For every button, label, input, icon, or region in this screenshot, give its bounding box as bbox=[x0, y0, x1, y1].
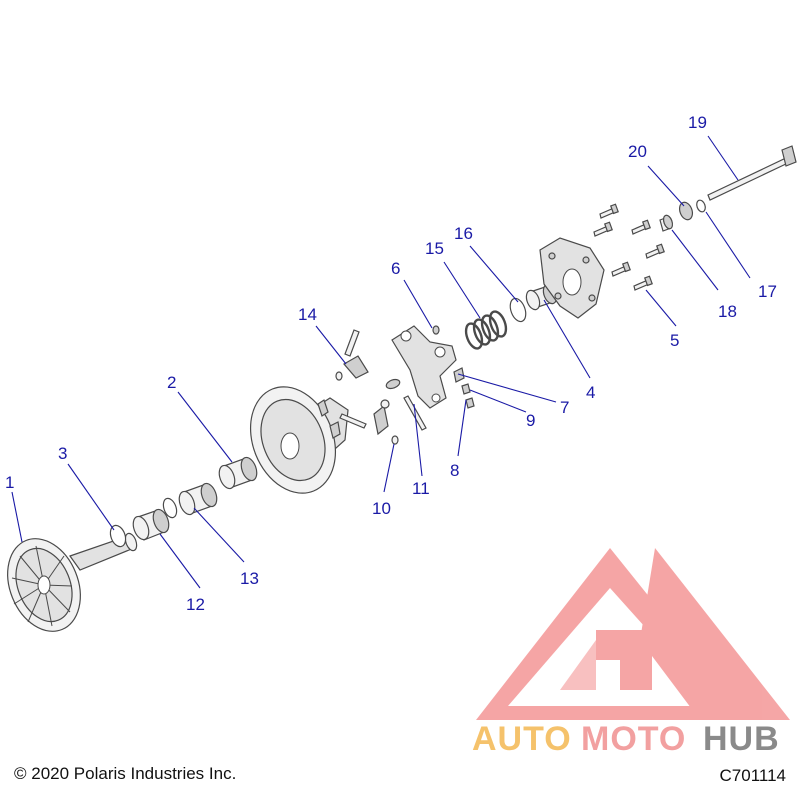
part-19-bolt bbox=[707, 145, 797, 201]
leader-lines bbox=[11, 135, 751, 589]
moveable-sheave bbox=[249, 386, 349, 494]
callout-1: 1 bbox=[5, 473, 14, 492]
watermark-auto-text: AUTO bbox=[472, 720, 572, 758]
callout-6: 6 bbox=[391, 259, 400, 278]
callout-20: 20 bbox=[628, 142, 647, 161]
callout-15: 15 bbox=[425, 239, 444, 258]
callout-5: 5 bbox=[670, 331, 679, 350]
watermark-moto-text: MOTO bbox=[581, 720, 686, 758]
part-14-weight-assembly bbox=[335, 329, 401, 445]
watermark-logo bbox=[476, 548, 790, 720]
callout-7: 7 bbox=[560, 398, 569, 417]
part-18-spacer bbox=[659, 214, 674, 232]
callout-18: 18 bbox=[718, 302, 737, 321]
callout-9: 9 bbox=[526, 411, 535, 430]
callout-2: 2 bbox=[167, 373, 176, 392]
copyright-notice: © 2020 Polaris Industries Inc. bbox=[14, 764, 237, 783]
callout-11: 11 bbox=[412, 479, 430, 498]
part-3-snap-ring bbox=[109, 524, 127, 548]
part-15-spring bbox=[464, 310, 508, 350]
callout-16: 16 bbox=[454, 224, 473, 243]
callout-19: 19 bbox=[688, 113, 707, 132]
callout-4: 4 bbox=[586, 383, 595, 402]
spider-casting bbox=[391, 325, 475, 409]
cover-plate bbox=[539, 237, 605, 319]
callout-3: 3 bbox=[58, 444, 67, 463]
callout-14: 14 bbox=[298, 305, 317, 324]
callout-13: 13 bbox=[240, 569, 259, 588]
part-2-bushing bbox=[218, 456, 258, 490]
part-16-washer bbox=[509, 297, 527, 323]
part-17-washer bbox=[696, 199, 706, 213]
callout-10: 10 bbox=[372, 499, 391, 518]
callout-17: 17 bbox=[758, 282, 777, 301]
part-5-bolts bbox=[593, 203, 665, 291]
part-20-washer bbox=[678, 201, 694, 221]
part-1-fixed-sheave bbox=[7, 532, 138, 632]
part-13-bushing bbox=[162, 482, 218, 519]
callout-12: 12 bbox=[186, 595, 205, 614]
watermark-hub-text: HUB bbox=[703, 720, 780, 758]
part-12-bushing bbox=[132, 508, 170, 541]
callout-8: 8 bbox=[450, 461, 459, 480]
figure-code: C701114 bbox=[719, 766, 786, 785]
